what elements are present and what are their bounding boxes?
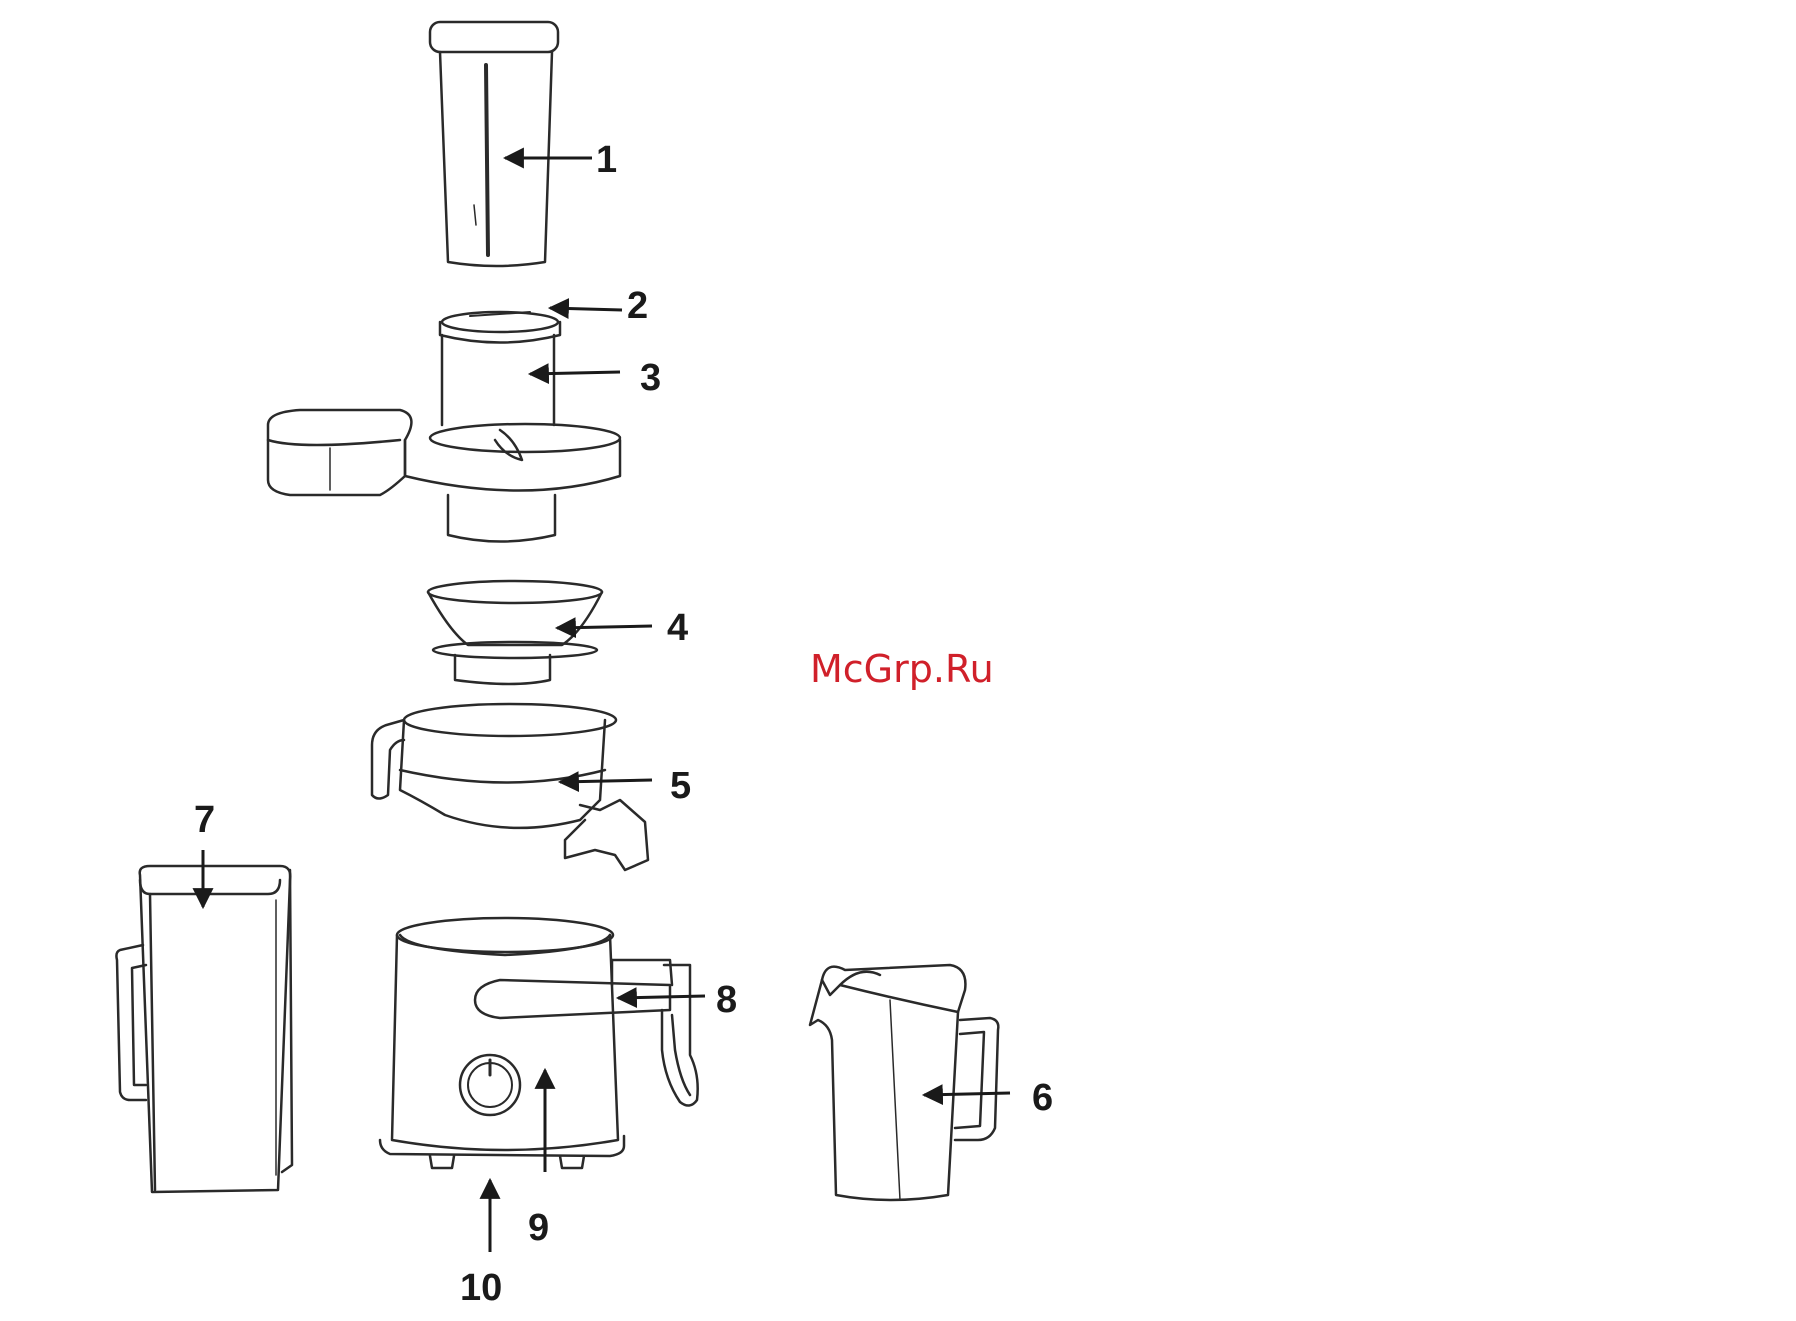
juice-jug <box>810 965 998 1200</box>
callout-label-4: 4 <box>667 607 688 649</box>
motor-base <box>380 918 624 1168</box>
callout-arrow-6 <box>924 1093 1010 1095</box>
callout-label-6: 6 <box>1032 1077 1053 1119</box>
food-pusher <box>430 22 558 266</box>
juice-collector <box>372 704 648 870</box>
cover-with-feed-chute <box>268 312 620 542</box>
watermark: McGrp.Ru <box>810 647 994 691</box>
callout-label-3: 3 <box>640 357 661 399</box>
callout-label-1: 1 <box>596 139 617 181</box>
pulp-container <box>116 866 292 1192</box>
filter-basket <box>428 581 602 684</box>
callout-arrow-2 <box>550 308 622 310</box>
callout-arrow-3 <box>530 372 620 374</box>
callout-label-5: 5 <box>670 765 691 807</box>
callout-label-10: 10 <box>460 1267 502 1309</box>
speed-dial <box>460 1055 520 1115</box>
callout-arrow-8 <box>618 996 705 998</box>
callout-label-8: 8 <box>716 979 737 1021</box>
callout-arrow-4 <box>557 626 652 628</box>
callout-label-2: 2 <box>627 285 648 327</box>
callout-label-9: 9 <box>528 1207 549 1249</box>
safety-locking-arm <box>475 960 698 1106</box>
callout-arrow-5 <box>560 780 652 782</box>
callout-label-7: 7 <box>194 799 215 841</box>
